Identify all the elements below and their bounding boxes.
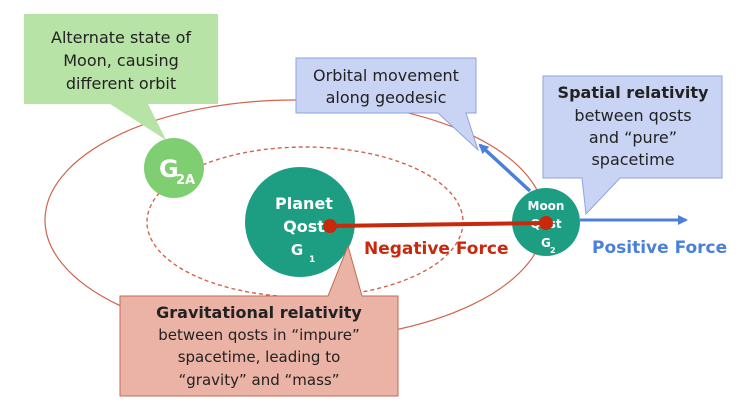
spatial-relativity-line-1: between qosts <box>574 106 691 125</box>
planet-subscript: 1 <box>309 255 315 265</box>
orbital-movement-line-2: along geodesic <box>326 88 447 107</box>
alternate-moon-body: G 2A <box>144 138 204 198</box>
spatial-relativity-line-2: and “pure” <box>589 128 677 147</box>
spatial-relativity-callout: Spatial relativity between qosts and “pu… <box>542 75 723 216</box>
alternate-moon-subscript: 2A <box>176 173 195 188</box>
planet-center-dot <box>323 219 337 233</box>
gravitational-relativity-title: Gravitational relativity <box>156 303 362 322</box>
planet-body: Planet Qost G 1 <box>245 167 355 277</box>
negative-force-label: Negative Force <box>364 239 508 259</box>
alternate-state-line-2: Moon, causing <box>63 51 179 70</box>
moon-center-dot <box>539 216 553 230</box>
alternate-state-line-1: Alternate state of <box>51 28 191 47</box>
gravitational-relativity-line-1: between qosts in “impure” <box>158 326 359 344</box>
planet-qost-label: Qost <box>283 217 325 236</box>
alternate-state-line-3: different orbit <box>66 74 176 93</box>
negative-force-line <box>329 221 547 228</box>
orbital-movement-line-1: Orbital movement <box>313 66 459 85</box>
gravitational-relativity-line-2: spacetime, leading to <box>178 348 341 366</box>
alternate-moon-symbol: G <box>159 155 179 183</box>
gravitational-relativity-callout: Gravitational relativity between qosts i… <box>119 244 399 397</box>
gravitational-relativity-line-3: “gravity” and “mass” <box>179 371 340 389</box>
moon-label: Moon <box>528 199 565 213</box>
inner-orbit <box>146 146 464 298</box>
positive-force-label: Positive Force <box>592 238 727 258</box>
orbital-movement-arrow <box>478 143 532 193</box>
moon-subscript: 2 <box>550 246 556 255</box>
spatial-relativity-line-3: spacetime <box>591 150 674 169</box>
spatial-relativity-title: Spatial relativity <box>558 83 709 102</box>
alternate-state-callout: Alternate state of Moon, causing differe… <box>24 14 218 140</box>
planet-symbol: G <box>291 241 303 259</box>
moon-symbol: G <box>541 236 551 250</box>
orbital-movement-callout: Orbital movement along geodesic <box>295 57 480 152</box>
planet-label: Planet <box>275 194 333 213</box>
